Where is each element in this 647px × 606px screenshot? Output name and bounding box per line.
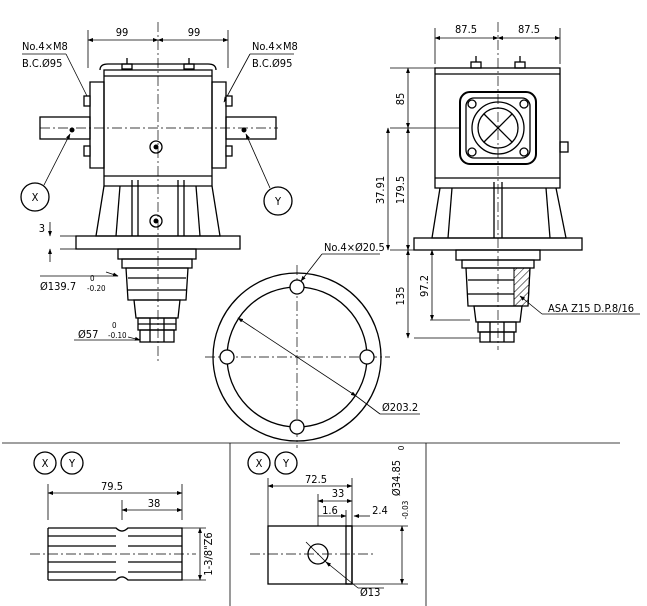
side-view: 87.5 87.5 (374, 22, 640, 350)
dim-87-5-left: 87.5 (455, 23, 477, 36)
bolt-label-left-2: B.C.Ø95 (22, 57, 62, 70)
tol-34-85-upper: 0 (397, 445, 406, 450)
dim-72-5: 72.5 (305, 473, 327, 486)
bolt-label-right-1: No.4×M8 (252, 40, 298, 53)
dim-3: 3 (39, 222, 45, 235)
dim-57: Ø57 (78, 328, 98, 341)
dim-38: 38 (148, 497, 161, 510)
front-view: 99 99 No.4×M8 B.C.Ø95 No.4×M8 B.C.Ø95 (20, 22, 298, 362)
marker-x: X (32, 191, 39, 204)
detail-section (2, 442, 620, 606)
bolt-label-left-1: No.4×M8 (22, 40, 68, 53)
dim-2-4: 2.4 (372, 504, 388, 517)
tol-139-lower: -0.20 (87, 284, 106, 293)
dim-139-7: Ø139.7 (40, 280, 76, 293)
spline-spec: ASA Z15 D.P.8/16 (548, 302, 634, 315)
detail2-marker-x: X (256, 457, 263, 470)
shaft-size: 1-3/8"Z6 (202, 532, 215, 575)
dim-135: 135 (394, 287, 407, 306)
flange-view: No.4×Ø20.5 Ø203.2 (205, 241, 420, 448)
tol-57-lower: -0.10 (108, 331, 127, 340)
marker-y: Y (274, 195, 282, 208)
dim-37-91: 37.91 (374, 176, 387, 204)
dim-99-right: 99 (188, 26, 201, 39)
dim-85: 85 (394, 93, 407, 106)
holes-spec: No.4×Ø20.5 (324, 241, 385, 254)
dim-34-85: Ø34.85 (390, 460, 403, 496)
dim-97-2: 97.2 (418, 275, 431, 297)
tol-34-85: -0.03 (401, 501, 410, 520)
tol-57-upper: 0 (112, 321, 117, 330)
dim-33: 33 (332, 487, 345, 500)
dim-13: Ø13 (360, 586, 380, 599)
shaft-detail-xy: X Y 79.5 38 1-3/8"Z6 (30, 451, 215, 581)
detail1-marker-x: X (42, 457, 49, 470)
pin-detail-xy: X Y 72.5 33 1.6 2.4 Ø13 Ø34.85 0 -0.03 (247, 445, 410, 599)
dim-179-5: 179.5 (394, 176, 407, 204)
dim-79-5: 79.5 (101, 480, 123, 493)
dim-87-5-right: 87.5 (518, 23, 540, 36)
dim-1-6: 1.6 (322, 504, 338, 517)
dim-203-2: Ø203.2 (382, 401, 418, 414)
detail1-marker-y: Y (68, 457, 76, 470)
detail2-marker-y: Y (282, 457, 290, 470)
dim-99-left: 99 (116, 26, 129, 39)
tol-139-upper: 0 (90, 274, 95, 283)
bolt-label-right-2: B.C.Ø95 (252, 57, 292, 70)
